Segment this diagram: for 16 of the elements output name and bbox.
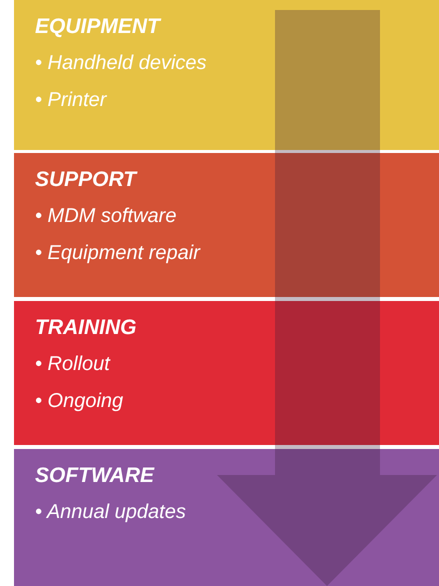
band-heading: EQUIPMENT — [35, 15, 160, 39]
band-heading: SUPPORT — [35, 168, 136, 192]
category-band — [14, 449, 439, 586]
bullet-item: • Equipment repair — [35, 242, 200, 265]
category-band — [14, 0, 439, 150]
block-arrow — [217, 10, 437, 586]
bullet-item: • MDM software — [35, 205, 176, 228]
band-heading: SOFTWARE — [35, 464, 154, 488]
bullet-item: • Annual updates — [35, 501, 186, 524]
bullet-item: • Printer — [35, 89, 106, 112]
band-heading: TRAINING — [35, 316, 136, 340]
bullet-item: • Handheld devices — [35, 52, 207, 75]
bullet-item: • Rollout — [35, 353, 110, 376]
category-band — [14, 153, 439, 297]
category-band — [14, 301, 439, 445]
bullet-item: • Ongoing — [35, 390, 124, 413]
